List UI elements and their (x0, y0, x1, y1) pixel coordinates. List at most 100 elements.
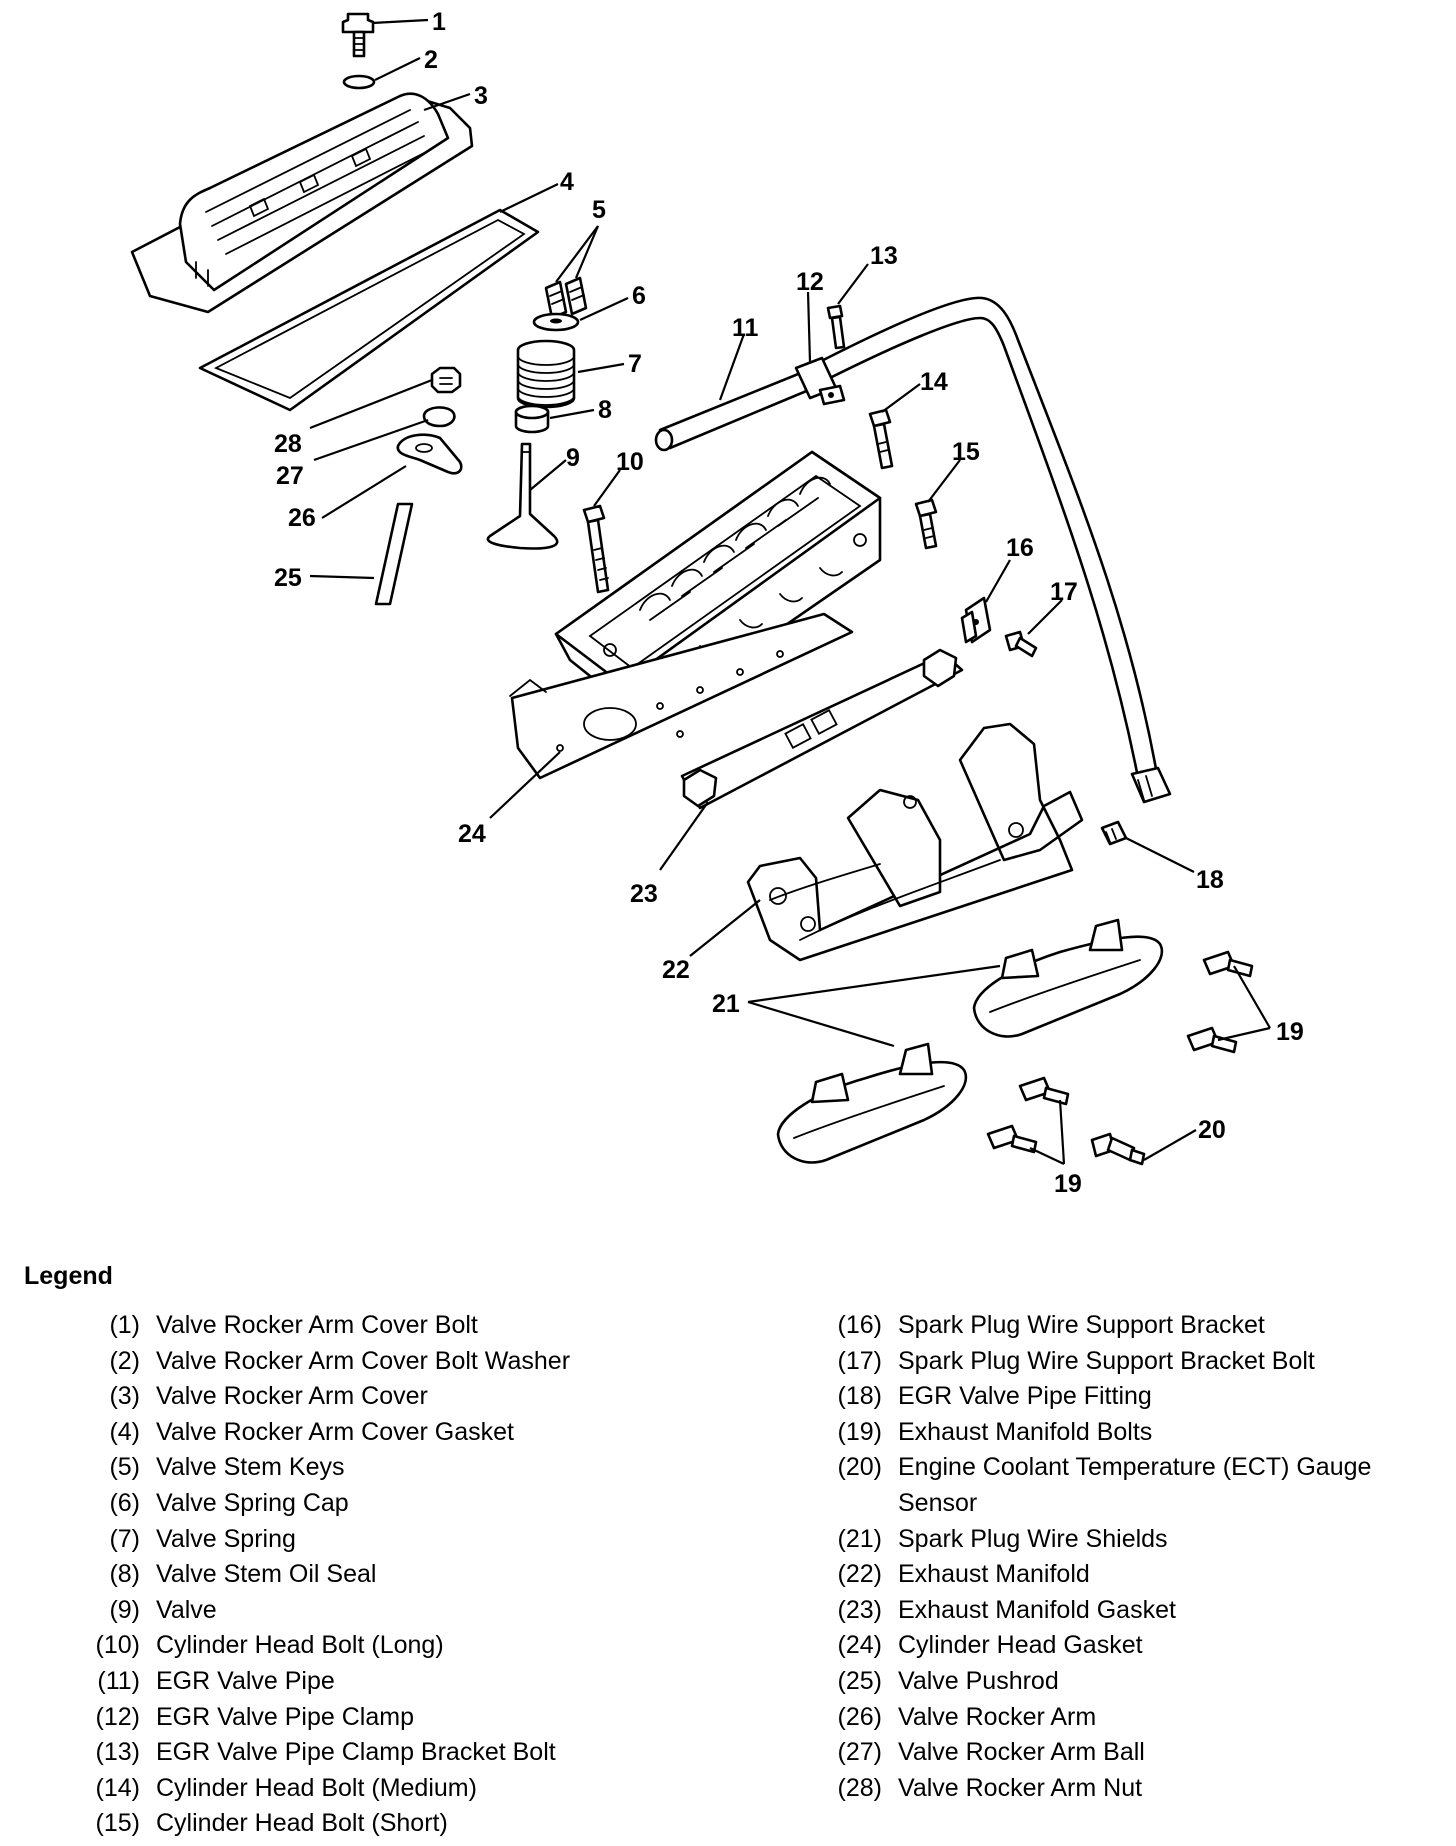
legend-item: (12)EGR Valve Pipe Clamp (68, 1700, 768, 1736)
part-spark-plug-wire-shields (776, 918, 1164, 1164)
legend-item-text: Valve Rocker Arm Cover Gasket (156, 1417, 514, 1446)
legend-item-text: Valve Rocker Arm Cover (156, 1382, 428, 1411)
part-rocker-arm (396, 433, 463, 475)
callout-14: 14 (920, 368, 948, 396)
legend-item-text: Spark Plug Wire Shields (898, 1524, 1168, 1553)
callout-10: 10 (616, 448, 644, 476)
legend-item: (22) Exhaust Manifold (810, 1557, 1450, 1593)
callout-19-lower: 19 (1054, 1170, 1082, 1198)
callout-19-upper: 19 (1276, 1018, 1304, 1046)
legend-item-number: (9) (109, 1595, 140, 1624)
legend-item: (6)Valve Spring Cap (68, 1486, 768, 1522)
part-head-bolt-short (914, 498, 938, 550)
legend-item: (16) Spark Plug Wire Support Bracket (810, 1308, 1450, 1344)
part-egr-valve-pipe-fitting (1100, 766, 1172, 846)
legend-item: (10) Cylinder Head Bolt (Long) (68, 1628, 768, 1664)
legend-item: (18) EGR Valve Pipe Fitting (810, 1379, 1450, 1415)
part-valve-stem-keys (544, 276, 588, 320)
legend-item-number: (11) (97, 1666, 140, 1695)
legend-item-number: (4) (109, 1417, 140, 1446)
legend-item-number: (5) (109, 1453, 140, 1482)
part-rocker-cover-bolt (341, 12, 375, 58)
legend-item-text: Exhaust Manifold (898, 1560, 1090, 1589)
legend-column-right: (16) Spark Plug Wire Support Bracket (17)S… (810, 1308, 1450, 1806)
legend-item-number: (24) (837, 1631, 882, 1660)
legend-item-text: Cylinder Head Bolt (Long) (156, 1631, 444, 1660)
legend-item-text: Valve Rocker Arm Ball (898, 1738, 1145, 1767)
callout-3: 3 (474, 82, 488, 110)
legend-item-number: (18) (837, 1382, 882, 1411)
legend-item-number: (20) (837, 1453, 882, 1482)
legend-item: (5) Valve Stem Keys (68, 1450, 768, 1486)
legend-item: (15) Cylinder Head Bolt (Short) (68, 1806, 768, 1842)
legend-item-number: (6) (109, 1488, 140, 1517)
legend-item-number: (16) (837, 1311, 882, 1339)
callout-9: 9 (566, 444, 580, 472)
legend-item-text: Spark Plug Wire Support Bracket (898, 1311, 1265, 1339)
legend-item-number: (10) (95, 1631, 140, 1660)
callout-25: 25 (274, 564, 302, 592)
part-pipe-clamp-bracket-bolt (826, 304, 846, 350)
legend-item-number: (8) (109, 1560, 140, 1589)
legend-item: (8) Valve Stem Oil Seal (68, 1557, 768, 1593)
legend-item: (25)Valve Pushrod (810, 1664, 1450, 1700)
legend-item-text: Valve Pushrod (898, 1666, 1059, 1695)
legend-item-number: (22) (837, 1560, 882, 1589)
legend-item: (27) Valve Rocker Arm Ball (810, 1735, 1450, 1771)
legend-item-text: Valve Rocker Arm Cover Bolt Washer (156, 1346, 571, 1375)
legend-item: (3)Valve Rocker Arm Cover (68, 1379, 768, 1415)
legend-item: (1) Valve Rocker Arm Cover Bolt (68, 1308, 768, 1344)
exploded-parts-diagram: 1 2 3 4 5 6 7 8 9 10 11 12 13 14 15 16 1… (130, 8, 1304, 1198)
part-head-bolt-long (582, 504, 610, 594)
legend-item-text: Exhaust Manifold Bolts (898, 1417, 1153, 1446)
part-cylinder-head-gasket (509, 612, 854, 780)
legend-item-text: Cylinder Head Gasket (898, 1631, 1143, 1660)
callout-20: 20 (1198, 1116, 1226, 1144)
legend-item-text: Spark Plug Wire Support Bracket Bolt (898, 1346, 1315, 1375)
callout-7: 7 (628, 350, 642, 378)
legend-column-left: (1)Valve Rocker Arm Cover Bolt(2)Valve R… (68, 1308, 768, 1842)
leader-lines (309, 18, 1271, 1165)
legend-item-text: Valve Stem Oil Seal (156, 1560, 377, 1589)
legend-item-number: (27) (837, 1738, 882, 1767)
legend-item-number: (13) (95, 1738, 140, 1767)
part-valve-spring-cap (532, 312, 580, 332)
part-exhaust-manifold-gasket (680, 648, 964, 810)
legend-item: (26)Valve Rocker Arm (810, 1700, 1450, 1736)
part-spark-plug-wire-bracket (960, 596, 992, 644)
callout-21: 21 (712, 990, 740, 1018)
part-exhaust-manifold-bolts-lower (986, 1076, 1070, 1154)
part-rocker-arm-nut (430, 366, 462, 394)
legend-item-text: Valve Rocker Arm Cover Bolt (156, 1311, 478, 1339)
part-exhaust-manifold-bolts-upper (1186, 950, 1254, 1054)
legend-item-text: Valve Stem Keys (156, 1453, 345, 1482)
callout-18: 18 (1196, 866, 1224, 894)
callout-2: 2 (424, 46, 438, 74)
legend-item: (13)EGR Valve Pipe Clamp Bracket Bolt (68, 1735, 768, 1771)
legend-item-text: Valve Rocker Arm Nut (898, 1773, 1143, 1802)
legend-item-number: (15) (95, 1809, 140, 1838)
legend-item: (4) Valve Rocker Arm Cover Gasket (68, 1415, 768, 1451)
legend-item-number: (28) (837, 1773, 882, 1802)
part-egr-valve-pipe-clamp (794, 356, 846, 406)
legend: Legend (1)Valve Rocker Arm Cover Bolt(2)… (0, 1250, 1456, 1840)
part-valve-stem-oil-seal (514, 404, 550, 434)
callout-12: 12 (796, 268, 824, 296)
legend-item-number: (14) (95, 1773, 140, 1802)
legend-item-text: Valve Rocker Arm (898, 1702, 1097, 1731)
callout-11: 11 (732, 314, 759, 342)
legend-item-number: (12) (95, 1702, 140, 1731)
part-exhaust-manifold (746, 722, 1084, 962)
legend-item-text: Cylinder Head Bolt (Short) (156, 1809, 448, 1838)
legend-item: (17)Spark Plug Wire Support Bracket Bolt (810, 1344, 1450, 1380)
legend-item-text: EGR Valve Pipe Fitting (898, 1382, 1152, 1411)
legend-item-text: Exhaust Manifold Gasket (898, 1595, 1176, 1624)
legend-item: (19)Exhaust Manifold Bolts (810, 1415, 1450, 1451)
legend-title: Legend (24, 1262, 113, 1290)
legend-item-text: Engine Coolant Temperature (ECT) Gauge S… (898, 1453, 1372, 1517)
legend-item-text: Valve Spring (156, 1524, 296, 1553)
part-rocker-arm-ball (422, 406, 456, 428)
legend-item: (23)Exhaust Manifold Gasket (810, 1593, 1450, 1629)
legend-item-number: (1) (109, 1311, 140, 1339)
callout-16: 16 (1006, 534, 1034, 562)
